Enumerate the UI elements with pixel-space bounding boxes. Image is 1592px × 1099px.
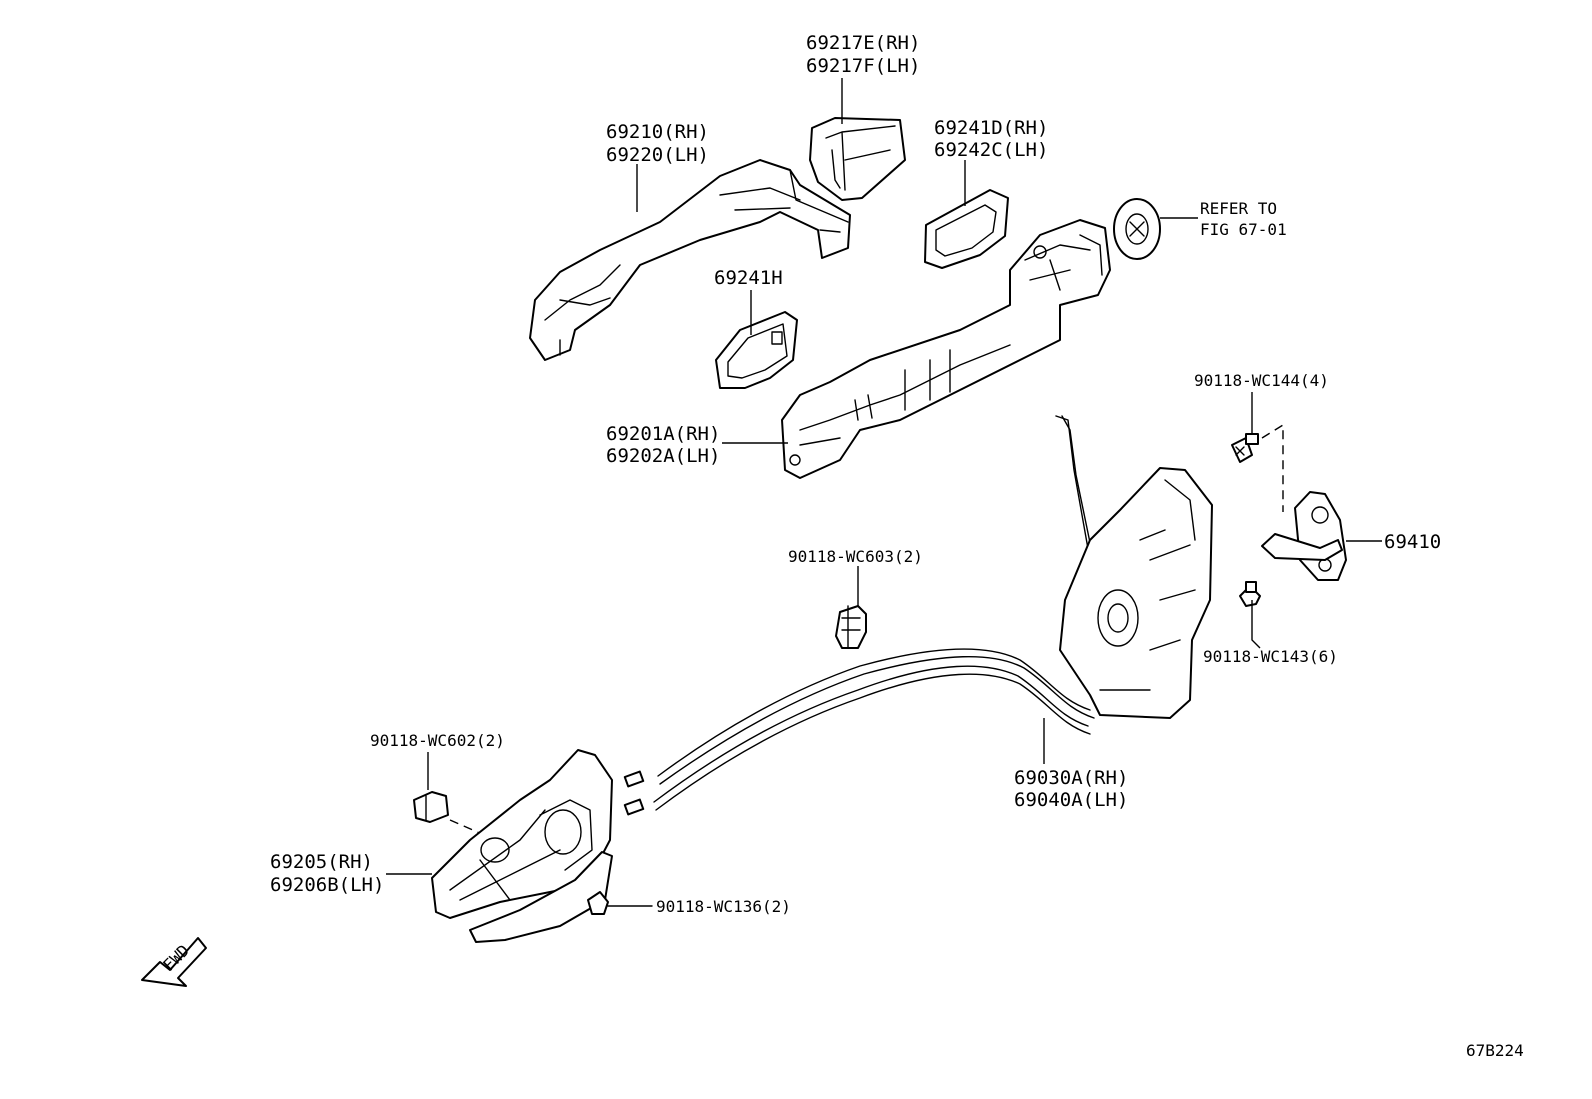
label-69201-lh: 69202A(LH) bbox=[606, 445, 720, 467]
bolt-wc144-part[interactable] bbox=[1231, 433, 1259, 463]
fwd-arrow-icon bbox=[141, 937, 207, 987]
label-69410: 69410 bbox=[1384, 531, 1441, 553]
diagram-code: 67B224 bbox=[1466, 1041, 1524, 1060]
label-refer-line1: REFER TO bbox=[1200, 199, 1277, 218]
label-wc136: 90118-WC136(2) bbox=[656, 897, 791, 916]
label-69030-lh: 69040A(LH) bbox=[1014, 789, 1128, 811]
label-refer-line2: FIG 67-01 bbox=[1200, 220, 1287, 239]
lock-cables-part[interactable] bbox=[623, 648, 1095, 816]
label-69241d-rh: 69241D(RH) bbox=[934, 117, 1048, 139]
label-69241h: 69241H bbox=[714, 267, 783, 289]
label-69217-rh: 69217E(RH) bbox=[806, 32, 920, 54]
label-69205-rh: 69205(RH) bbox=[270, 851, 373, 873]
label-wc602: 90118-WC602(2) bbox=[370, 731, 505, 750]
label-wc143: 90118-WC143(6) bbox=[1203, 647, 1338, 666]
leader-wc143 bbox=[1251, 600, 1261, 649]
gasket-rear-part[interactable] bbox=[924, 189, 1009, 269]
label-wc144: 90118-WC144(4) bbox=[1194, 371, 1329, 390]
screw-wc136-part[interactable] bbox=[587, 891, 653, 915]
outside-handle-part[interactable] bbox=[529, 159, 851, 361]
inside-handle-part[interactable] bbox=[431, 749, 613, 943]
door-striker-part[interactable] bbox=[1261, 491, 1347, 581]
handle-cap-part[interactable] bbox=[809, 117, 906, 201]
label-69030-rh: 69030A(RH) bbox=[1014, 767, 1128, 789]
clip-wc602-part[interactable] bbox=[413, 791, 449, 823]
label-69205-lh: 69206B(LH) bbox=[270, 874, 384, 896]
label-69217-lh: 69217F(LH) bbox=[806, 55, 920, 77]
label-69210-lh: 69220(LH) bbox=[606, 144, 709, 166]
label-69201-rh: 69201A(RH) bbox=[606, 423, 720, 445]
bolt-wc143-part[interactable] bbox=[1239, 581, 1261, 607]
label-69210-rh: 69210(RH) bbox=[606, 121, 709, 143]
grommet-part[interactable] bbox=[1113, 198, 1161, 260]
clip-wc603-part[interactable] bbox=[835, 605, 867, 649]
handle-frame-part[interactable] bbox=[781, 219, 1111, 479]
dashed-line-wc144 bbox=[1261, 423, 1284, 512]
label-wc603: 90118-WC603(2) bbox=[788, 547, 923, 566]
door-lock-part[interactable] bbox=[1055, 415, 1213, 719]
label-69241d-lh: 69242C(LH) bbox=[934, 139, 1048, 161]
gasket-front-part[interactable] bbox=[715, 311, 798, 389]
